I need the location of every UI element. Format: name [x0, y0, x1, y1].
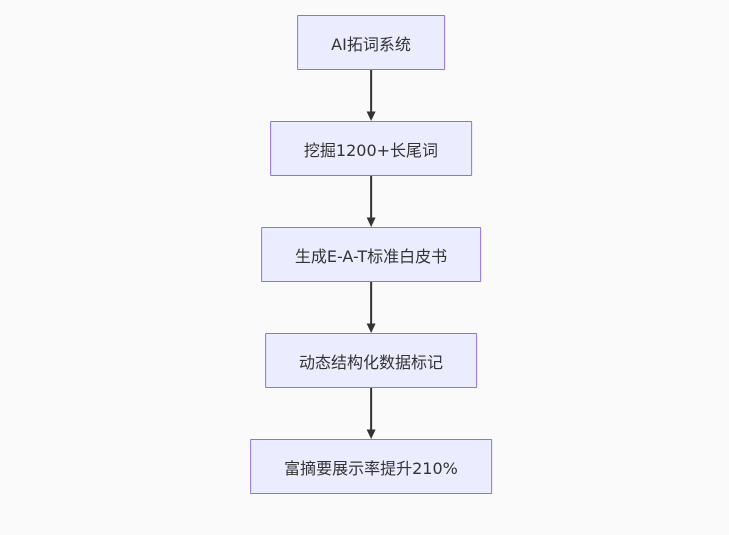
flowchart: AI拓词系统 挖掘1200+长尾词 生成E-A-T标准白皮书 动态结构化数据标记	[250, 15, 492, 494]
node-label: AI拓词系统	[331, 34, 411, 54]
node-dynamic-structured-data-markup: 动态结构化数据标记	[264, 333, 477, 388]
node-label: 生成E-A-T标准白皮书	[294, 246, 448, 266]
arrow-down-icon	[366, 282, 376, 333]
node-label: 挖掘1200+长尾词	[303, 140, 439, 160]
arrow-down-icon	[366, 388, 376, 439]
node-eat-whitepaper-generation: 生成E-A-T标准白皮书	[260, 227, 482, 282]
arrow-down-icon	[366, 176, 376, 227]
node-label: 富摘要展示率提升210%	[284, 458, 458, 478]
arrow-down-icon	[366, 70, 376, 121]
node-longtail-keyword-mining: 挖掘1200+长尾词	[269, 121, 473, 176]
node-label: 动态结构化数据标记	[298, 352, 443, 372]
node-ai-keyword-expansion-system: AI拓词系统	[297, 15, 445, 70]
node-rich-snippet-rate-increase: 富摘要展示率提升210%	[250, 439, 492, 494]
